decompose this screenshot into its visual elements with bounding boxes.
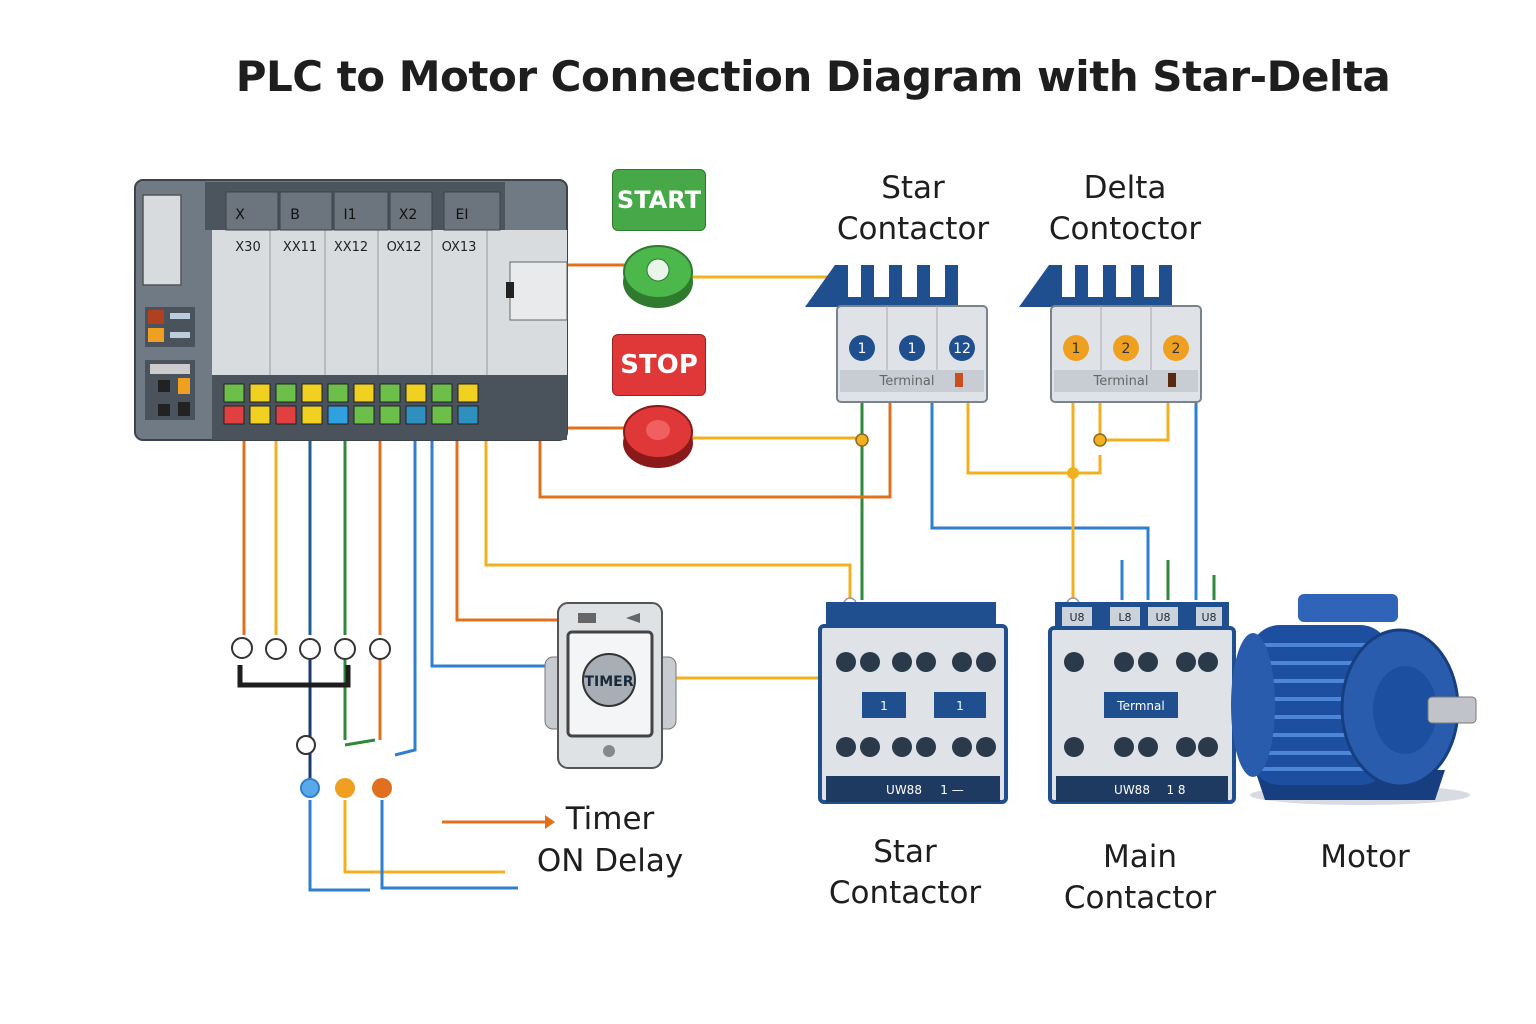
wires <box>242 263 1216 892</box>
page-title: PLC to Motor Connection Diagram with Sta… <box>235 52 1391 101</box>
main-top-label: U8 <box>1155 611 1170 624</box>
label-line: Contactor <box>836 211 990 247</box>
plc-io-indicator <box>223 405 245 425</box>
plc-io-indicator <box>405 405 427 425</box>
motor-icon <box>1231 594 1477 805</box>
main-top-label: L8 <box>1118 611 1131 624</box>
plc-io-indicator <box>379 405 401 425</box>
star-terminal-number: 1 <box>858 341 867 357</box>
plc-unit <box>134 179 568 441</box>
main-contactor-top-labels: U8 L8 U8 U8 <box>1069 611 1216 624</box>
main-center-label: Termnal <box>1116 699 1164 713</box>
label-line: Star <box>881 170 945 206</box>
top-delta-contactor-label: Delta Contoctor <box>1030 168 1220 250</box>
plc-tab-labels: X B I1 X2 EI <box>235 207 468 223</box>
plc-io-indicator <box>327 383 349 403</box>
plc-io-indicator <box>223 383 245 403</box>
main-footer: 1 8 <box>1166 783 1185 797</box>
main-contactor <box>1048 602 1236 804</box>
bottom-star-contactor <box>818 602 1008 804</box>
star-terminal-label: Terminal <box>879 374 935 389</box>
main-footer: UW88 <box>1114 783 1150 797</box>
label-line: Contactor <box>1063 880 1217 916</box>
plc-io-indicator <box>249 405 271 425</box>
plc-io-label-3: OX12 <box>387 240 422 255</box>
delta-terminal-number: 1 <box>1072 341 1081 357</box>
label-line: ON Delay <box>536 843 684 879</box>
bottom-star-center-label: 1 <box>880 699 888 713</box>
top-star-contactor <box>805 265 988 403</box>
plc-io-indicator <box>431 405 453 425</box>
plc-tab-0: X <box>235 207 245 223</box>
plc-io-indicator <box>353 383 375 403</box>
junction-dots <box>843 433 1107 611</box>
plc-io-indicator <box>249 383 271 403</box>
bottom-star-center-label: 1 <box>956 699 964 713</box>
plc-io-indicator <box>301 405 323 425</box>
stop-pushbutton[interactable] <box>623 405 693 468</box>
plc-io-labels: X30 XX11 XX12 OX12 OX13 <box>235 240 476 255</box>
top-delta-contactor <box>1019 265 1202 403</box>
start-button-label[interactable]: START <box>612 169 706 231</box>
delta-terminal-label: Terminal <box>1093 374 1149 389</box>
plc-io-label-2: XX12 <box>334 240 368 255</box>
delta-terminal-number: 2 <box>1122 341 1131 357</box>
bottom-star-labels: 1 1 UW88 1 — <box>880 699 964 797</box>
plc-tab-3: X2 <box>399 207 418 223</box>
plc-io-indicator <box>457 383 479 403</box>
label-line: Delta <box>1083 170 1167 206</box>
plc-io-indicator <box>275 405 297 425</box>
label-line: Timer <box>565 801 655 837</box>
plc-tab-4: EI <box>456 207 469 223</box>
star-terminal-number: 1 <box>908 341 917 357</box>
timer-face-text: TIMER <box>584 674 633 690</box>
plc-io-label-4: OX13 <box>442 240 477 255</box>
delta-terminal-number: 2 <box>1172 341 1181 357</box>
star-terminal-number: 12 <box>953 341 971 357</box>
main-contactor-label: Main Contactor <box>1045 837 1235 919</box>
top-star-numbers: 1 1 12 <box>858 341 971 357</box>
output-terminals <box>231 637 392 798</box>
stop-button-label[interactable]: STOP <box>612 334 706 396</box>
plc-tab-1: B <box>290 207 300 223</box>
top-delta-numbers: 1 2 2 <box>1072 341 1181 357</box>
plc-io-indicator <box>353 405 375 425</box>
bottom-star-footer: UW88 <box>886 783 922 797</box>
timer-relay <box>544 602 677 769</box>
main-top-label: U8 <box>1201 611 1216 624</box>
timer-label: Timer ON Delay <box>525 798 695 882</box>
start-pushbutton[interactable] <box>623 245 693 308</box>
plc-io-terminals <box>223 383 479 425</box>
plc-io-label-1: XX11 <box>283 240 317 255</box>
plc-io-indicator <box>379 383 401 403</box>
label-line: Contactor <box>828 875 982 911</box>
plc-io-indicator <box>457 405 479 425</box>
plc-io-indicator <box>405 383 427 403</box>
bottom-star-contactor-label: Star Contactor <box>810 832 1000 914</box>
plc-io-indicator <box>327 405 349 425</box>
plc-io-indicator <box>275 383 297 403</box>
label-line: Main <box>1102 839 1177 875</box>
label-line: Contoctor <box>1048 211 1202 247</box>
main-top-label: U8 <box>1069 611 1084 624</box>
bottom-star-footer: 1 — <box>940 783 963 797</box>
plc-tab-2: I1 <box>343 207 356 223</box>
main-contactor-labels: Termnal UW88 1 8 <box>1114 699 1186 797</box>
motor-label: Motor <box>1320 839 1410 875</box>
plc-io-label-0: X30 <box>235 240 260 255</box>
plc-io-indicator <box>431 383 453 403</box>
plc-io-indicator <box>301 383 323 403</box>
label-line: Star <box>873 834 937 870</box>
top-star-contactor-label: Star Contactor <box>820 168 1006 250</box>
